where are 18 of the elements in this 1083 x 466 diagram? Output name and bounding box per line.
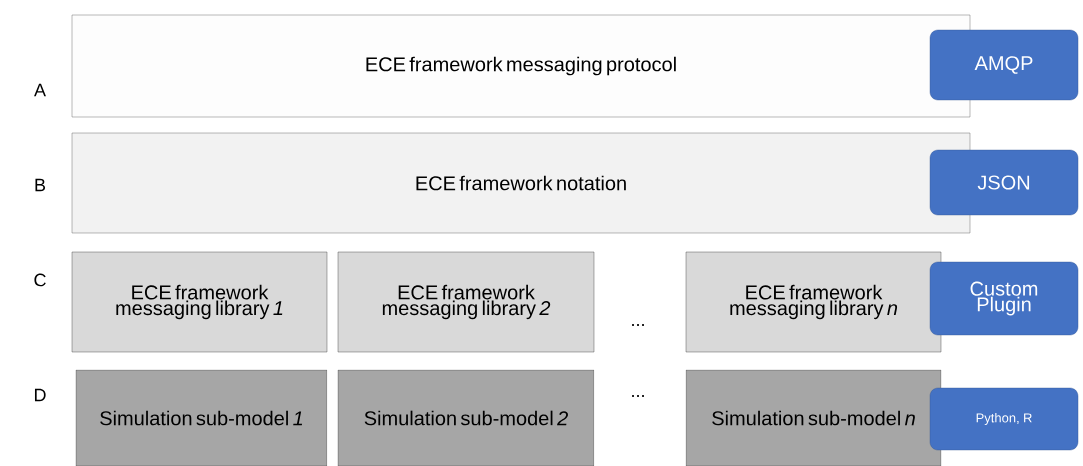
layer-box: ECE framework messaging protocol xyxy=(71,14,971,118)
technology-tag: Custom Plugin xyxy=(929,261,1079,336)
ellipsis: ... xyxy=(632,324,644,326)
library-box: ECE framework messaging library 2 xyxy=(337,251,595,353)
technology-tag: AMQP xyxy=(929,29,1079,101)
technology-tag: Python, R xyxy=(929,387,1079,451)
row-letter: C xyxy=(34,273,46,287)
submodel-box: Simulation sub-model 2 xyxy=(337,369,595,466)
submodel-box: Simulation sub-model 1 xyxy=(75,369,328,466)
row-letter: B xyxy=(35,178,46,192)
technology-tag: JSON xyxy=(929,149,1079,216)
ellipsis: ... xyxy=(632,395,644,397)
row-letter: A xyxy=(34,83,46,97)
layer-box: ECE framework notation xyxy=(71,132,971,234)
library-box: ECE framework messaging library 1 xyxy=(71,251,328,353)
row-letter: D xyxy=(35,388,46,402)
library-box: ECE framework messaging library n xyxy=(685,251,942,353)
submodel-box: Simulation sub-model n xyxy=(685,369,942,466)
